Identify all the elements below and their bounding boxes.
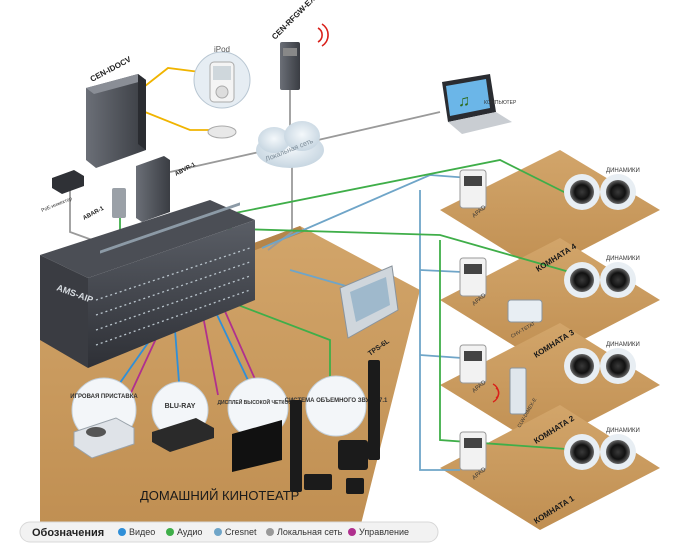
center-speaker [304, 474, 332, 490]
ams-aip-rack: AMS-AIP [40, 200, 255, 368]
ipod-dock [207, 125, 237, 139]
legend-item-label: Cresnet [225, 527, 257, 537]
lan-cloud: Локальная сеть [256, 121, 324, 168]
abar-label: ABAR-1 [82, 206, 105, 222]
svg-text:♫: ♫ [458, 93, 470, 110]
apad-room-3 [459, 257, 487, 297]
lan-wire-cloud-down [267, 160, 293, 251]
hd-display-device: ДИСПЛЕЙ ВЫСОКОЙ ЧЕТКОСТИ [218, 377, 299, 472]
legend-item-label: Видео [129, 527, 155, 537]
poe-injector-label: PoE-инжектор [41, 196, 74, 214]
cresnet-wire-r3 [419, 269, 463, 273]
legend-item-video: Видео [118, 527, 155, 537]
surround-system-device: СИСТЕМА ОБЪЕМНОГО ЗВУКА 7.1 [285, 375, 388, 437]
rack-top [40, 200, 255, 278]
hd-display-label: ДИСПЛЕЙ ВЫСОКОЙ ЧЕТКОСТИ [218, 398, 299, 406]
legend-background [19, 521, 439, 543]
legend-item-label: Локальная сеть [277, 527, 343, 537]
audio-wire-r2 [439, 240, 581, 451]
rack-side [88, 220, 255, 368]
wireless-icon-dimmer [492, 383, 500, 403]
lan-wire-cloud-abvr [169, 149, 269, 173]
legend-item-control: Управление [348, 527, 409, 537]
cresnet-wire-r2 [419, 354, 463, 359]
legend: Обозначения Видео Аудио Cresnet Локальна… [19, 521, 439, 543]
abvr-label: ABVR-1 [174, 162, 197, 178]
wireless-icon [317, 23, 329, 47]
music-note-icon: ♫ [458, 93, 470, 110]
audio-wire-surround [224, 299, 331, 390]
surround-label-text: СИСТЕМА ОБЪЕМНОГО ЗВУКА 7.1 [285, 398, 388, 404]
legend-title: Обозначения [32, 527, 104, 539]
hd-display-label-text: ДИСПЛЕЙ ВЫСОКОЙ ЧЕТКОСТИ [218, 398, 299, 406]
room-4: APAD ДИНАМИКИ КОМНАТА 4 [459, 168, 640, 274]
video-wire-display [209, 299, 256, 396]
rear-speaker [346, 478, 364, 494]
legend-item-audio: Аудио [166, 527, 202, 537]
ipod-cable [139, 67, 201, 91]
cen-rfgw-device: CEN-RFGW-EX [270, 0, 329, 90]
ipod-device: iPod [193, 45, 251, 139]
cresnet-wire-rooms [419, 190, 460, 471]
speakers-room-2: ДИНАМИКИ [564, 342, 640, 384]
speakers-room-4: ДИНАМИКИ [564, 168, 640, 210]
game-console-device: ИГРОВАЯ ПРИСТАВКА [70, 377, 138, 459]
lan-wire-cloud-computer [317, 111, 441, 141]
apad-room-1 [459, 431, 487, 471]
legend-item-lan: Локальная сеть [266, 527, 343, 537]
speakers-label-3: ДИНАМИКИ [606, 256, 640, 262]
speakers-label-2: ДИНАМИКИ [606, 342, 640, 348]
ipod-dock-cable [139, 109, 220, 131]
audio-wire-r4 [199, 159, 571, 221]
theater-speakers [290, 360, 380, 494]
surround-label: СИСТЕМА ОБЪЕМНОГО ЗВУКА 7.1 [285, 398, 388, 404]
audio-wire-r3 [204, 227, 581, 276]
dimmer-device [509, 367, 527, 415]
speakers-room-1: ДИНАМИКИ [564, 428, 640, 470]
rack-front [40, 255, 88, 368]
tower-speaker-left [290, 400, 302, 492]
computer-device: ♫ КОМПЬЮТЕР [442, 74, 517, 134]
control-wire-3 [129, 329, 161, 396]
cen-idocv-device: CEN-IDOCV [86, 54, 146, 168]
rack-port-rows [95, 247, 251, 346]
rack-ports [100, 202, 240, 254]
home-theater-label: ДОМАШНИЙ КИНОТЕАТР [140, 488, 299, 503]
legend-item-cresnet: Cresnet [214, 527, 257, 537]
cen-rfgw-label: CEN-RFGW-EX [270, 0, 317, 41]
ipod-label: iPod [214, 45, 230, 54]
subwoofer [338, 440, 368, 470]
speakers-label-4: ДИНАМИКИ [606, 168, 640, 174]
game-console-label-text: ИГРОВАЯ ПРИСТАВКА [70, 394, 138, 400]
thermostat-device [507, 299, 543, 323]
abar-device: ABAR-1 [82, 188, 126, 222]
apad-room-4 [459, 169, 487, 209]
legend-item-label: Аудио [177, 527, 202, 537]
apad-room-2 [459, 344, 487, 384]
room-floor-1 [440, 405, 660, 530]
speakers-label-1: ДИНАМИКИ [606, 428, 640, 434]
cresnet-wire-main [261, 174, 471, 249]
speakers-room-3: ДИНАМИКИ [564, 256, 640, 298]
poe-injector-device: PoE-инжектор [41, 170, 84, 214]
legend-item-label: Управление [359, 527, 409, 537]
video-wire-console [114, 339, 151, 391]
bluray-label: BLU-RAY [165, 403, 196, 410]
game-console-label: ИГРОВАЯ ПРИСТАВКА [70, 394, 138, 400]
tower-speaker-right [368, 360, 380, 460]
bluray-device: BLU-RAY [151, 381, 214, 452]
computer-label: КОМПЬЮТЕР [484, 100, 517, 106]
